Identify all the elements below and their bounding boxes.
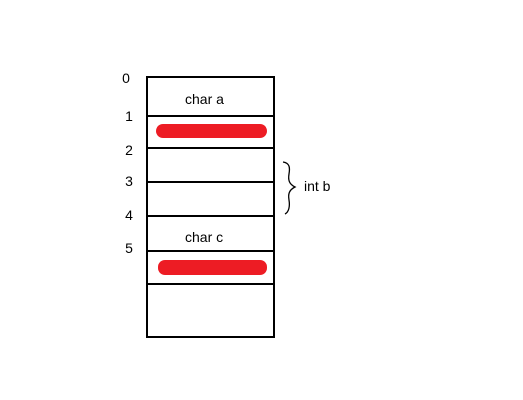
cell-divider: [148, 215, 273, 217]
memory-layout-box: char a char c: [146, 76, 275, 338]
cell-divider: [148, 250, 273, 252]
curly-brace-icon: [282, 161, 297, 215]
cell-char-a: char a: [185, 91, 224, 107]
address-0: 0: [122, 70, 130, 86]
int-b-label: int b: [304, 178, 331, 194]
padding-mark-1: [156, 124, 267, 138]
address-3: 3: [125, 173, 133, 189]
cell-divider: [148, 283, 273, 285]
address-4: 4: [125, 207, 133, 223]
address-2: 2: [125, 142, 133, 158]
cell-divider: [148, 115, 273, 117]
cell-char-c: char c: [185, 229, 224, 245]
cell-divider: [148, 181, 273, 183]
address-1: 1: [125, 108, 133, 124]
cell-divider: [148, 147, 273, 149]
address-5: 5: [125, 240, 133, 256]
padding-mark-2: [158, 260, 267, 275]
